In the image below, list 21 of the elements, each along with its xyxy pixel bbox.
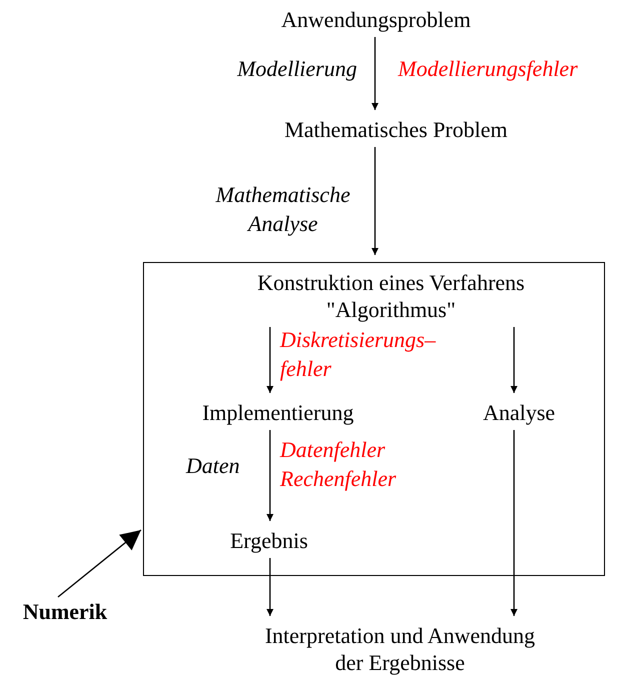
arrow bbox=[372, 37, 378, 110]
node-text: Interpretation und Anwendung der Ergebnisse bbox=[255, 622, 545, 676]
node-text: Konstruktion eines Verfahrens "Algorithmus" bbox=[211, 269, 571, 323]
node-text: Analyse bbox=[469, 399, 569, 426]
error-note: Rechenfehler bbox=[280, 465, 398, 493]
arrow bbox=[266, 430, 274, 521]
arrow bbox=[510, 327, 518, 393]
error-note: Datenfehler bbox=[280, 436, 386, 464]
numerics-frame bbox=[143, 262, 605, 576]
error-note: Diskretisierungs– fehler bbox=[280, 326, 437, 383]
node-text: Numerik bbox=[12, 598, 118, 625]
arrow bbox=[266, 327, 274, 393]
arrow bbox=[510, 430, 518, 616]
node-text: Mathematisches Problem bbox=[246, 116, 546, 143]
arrow bbox=[372, 147, 378, 255]
node-text: Implementierung bbox=[178, 399, 378, 426]
error-note: Modellierungsfehler bbox=[398, 55, 579, 83]
arrow bbox=[58, 530, 142, 598]
arrow bbox=[266, 558, 274, 616]
node-text: Anwendungsproblem bbox=[246, 6, 506, 33]
node-text: Ergebnis bbox=[209, 527, 329, 554]
